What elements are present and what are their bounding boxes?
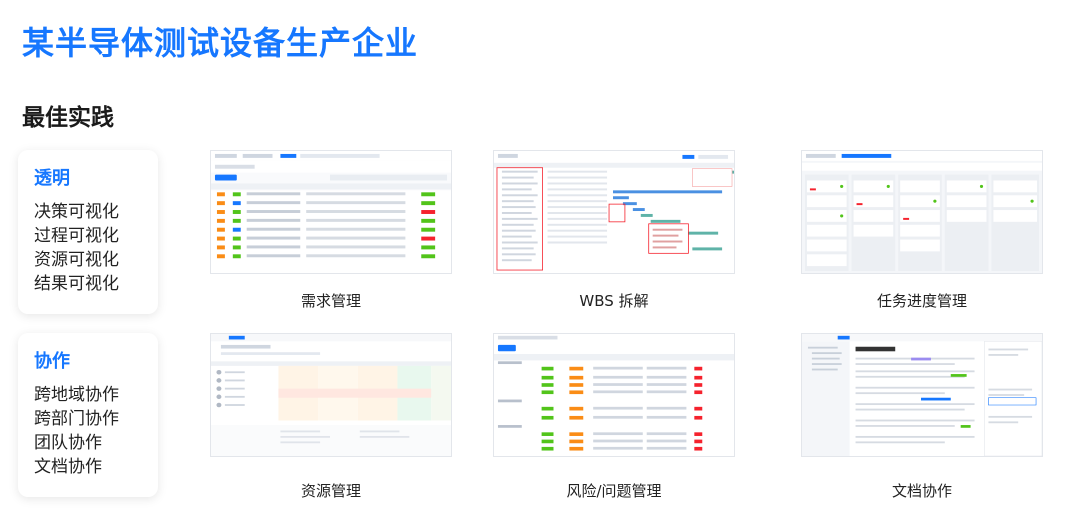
collaboration-card: 协作 跨地域协作 跨部门协作 团队协作 文档协作 xyxy=(18,333,158,497)
page-title: 某半导体测试设备生产企业 xyxy=(22,24,419,62)
card-item: 决策可视化 xyxy=(34,202,119,222)
risk-issue-screenshot xyxy=(493,333,735,457)
transparency-card: 透明 决策可视化 过程可视化 资源可视化 结果可视化 xyxy=(18,150,158,314)
requirements-screenshot xyxy=(210,150,452,274)
card-item: 结果可视化 xyxy=(34,274,119,294)
section-title: 最佳实践 xyxy=(22,105,114,131)
wbs-caption: WBS 拆解 xyxy=(579,292,649,310)
risk-issue-caption: 风险/问题管理 xyxy=(566,482,662,500)
wbs-screenshot xyxy=(493,150,735,274)
card-item: 跨部门协作 xyxy=(34,409,119,429)
card-heading: 透明 xyxy=(34,168,70,189)
card-item: 资源可视化 xyxy=(34,250,119,270)
card-item: 过程可视化 xyxy=(34,226,119,246)
resource-caption: 资源管理 xyxy=(300,482,361,500)
card-heading: 协作 xyxy=(34,351,70,372)
card-item: 跨地域协作 xyxy=(34,385,119,405)
document-collab-caption: 文档协作 xyxy=(891,482,952,500)
requirements-caption: 需求管理 xyxy=(300,292,361,310)
task-progress-screenshot xyxy=(801,150,1043,274)
resource-screenshot xyxy=(210,333,452,457)
task-progress-caption: 任务进度管理 xyxy=(876,292,967,310)
document-collab-screenshot xyxy=(801,333,1043,457)
card-item: 文档协作 xyxy=(34,457,102,477)
card-item: 团队协作 xyxy=(34,433,102,453)
